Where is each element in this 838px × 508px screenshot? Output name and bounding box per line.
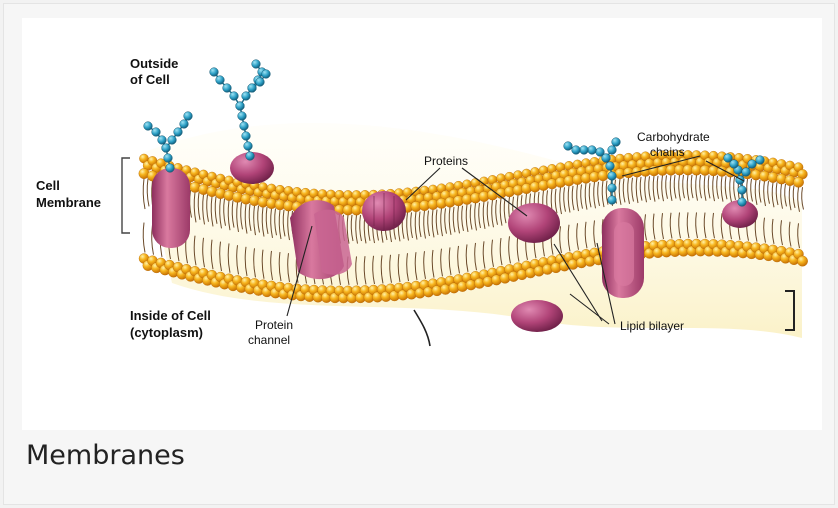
- protein-transmembrane-right: [602, 208, 644, 298]
- membrane-bracket-left: [122, 158, 130, 233]
- protein-peripheral-middle: [362, 191, 406, 231]
- protein-surface-center: [508, 203, 560, 243]
- svg-text:Outside of Cell: Outside of Cell: [130, 56, 182, 87]
- label-membrane-line2: Membrane: [36, 195, 101, 210]
- protein-transmembrane-left: [152, 168, 190, 248]
- label-proteins: Proteins: [424, 154, 468, 168]
- image-card: Outside of Cell Cell Membrane Inside of …: [3, 3, 835, 505]
- image-caption: Membranes: [26, 440, 185, 471]
- svg-text:Cell Membrane: Cell Membrane: [36, 178, 101, 210]
- label-protein-channel-line1: Protein: [255, 318, 293, 332]
- svg-text:Protein channel: Protein channel: [248, 318, 296, 347]
- label-carbohydrate-line2: chains: [650, 145, 685, 159]
- protein-bottom: [511, 300, 563, 332]
- label-inside-line2: (cytoplasm): [130, 325, 203, 340]
- label-protein-channel-line2: channel: [248, 333, 290, 347]
- label-outside-line2: of Cell: [130, 72, 170, 87]
- label-outside-line1: Outside: [130, 56, 178, 71]
- label-lipid-bilayer: Lipid bilayer: [620, 319, 684, 333]
- membrane-illustration: Outside of Cell Cell Membrane Inside of …: [22, 18, 822, 430]
- label-carbohydrate-line1: Carbohydrate: [637, 130, 710, 144]
- cell-membrane-diagram[interactable]: Outside of Cell Cell Membrane Inside of …: [22, 18, 822, 430]
- svg-text:Inside of Cell (cytopl: Inside of Cell (cytoplasm): [130, 308, 215, 340]
- label-inside-line1: Inside of Cell: [130, 308, 211, 323]
- label-membrane-line1: Cell: [36, 178, 60, 193]
